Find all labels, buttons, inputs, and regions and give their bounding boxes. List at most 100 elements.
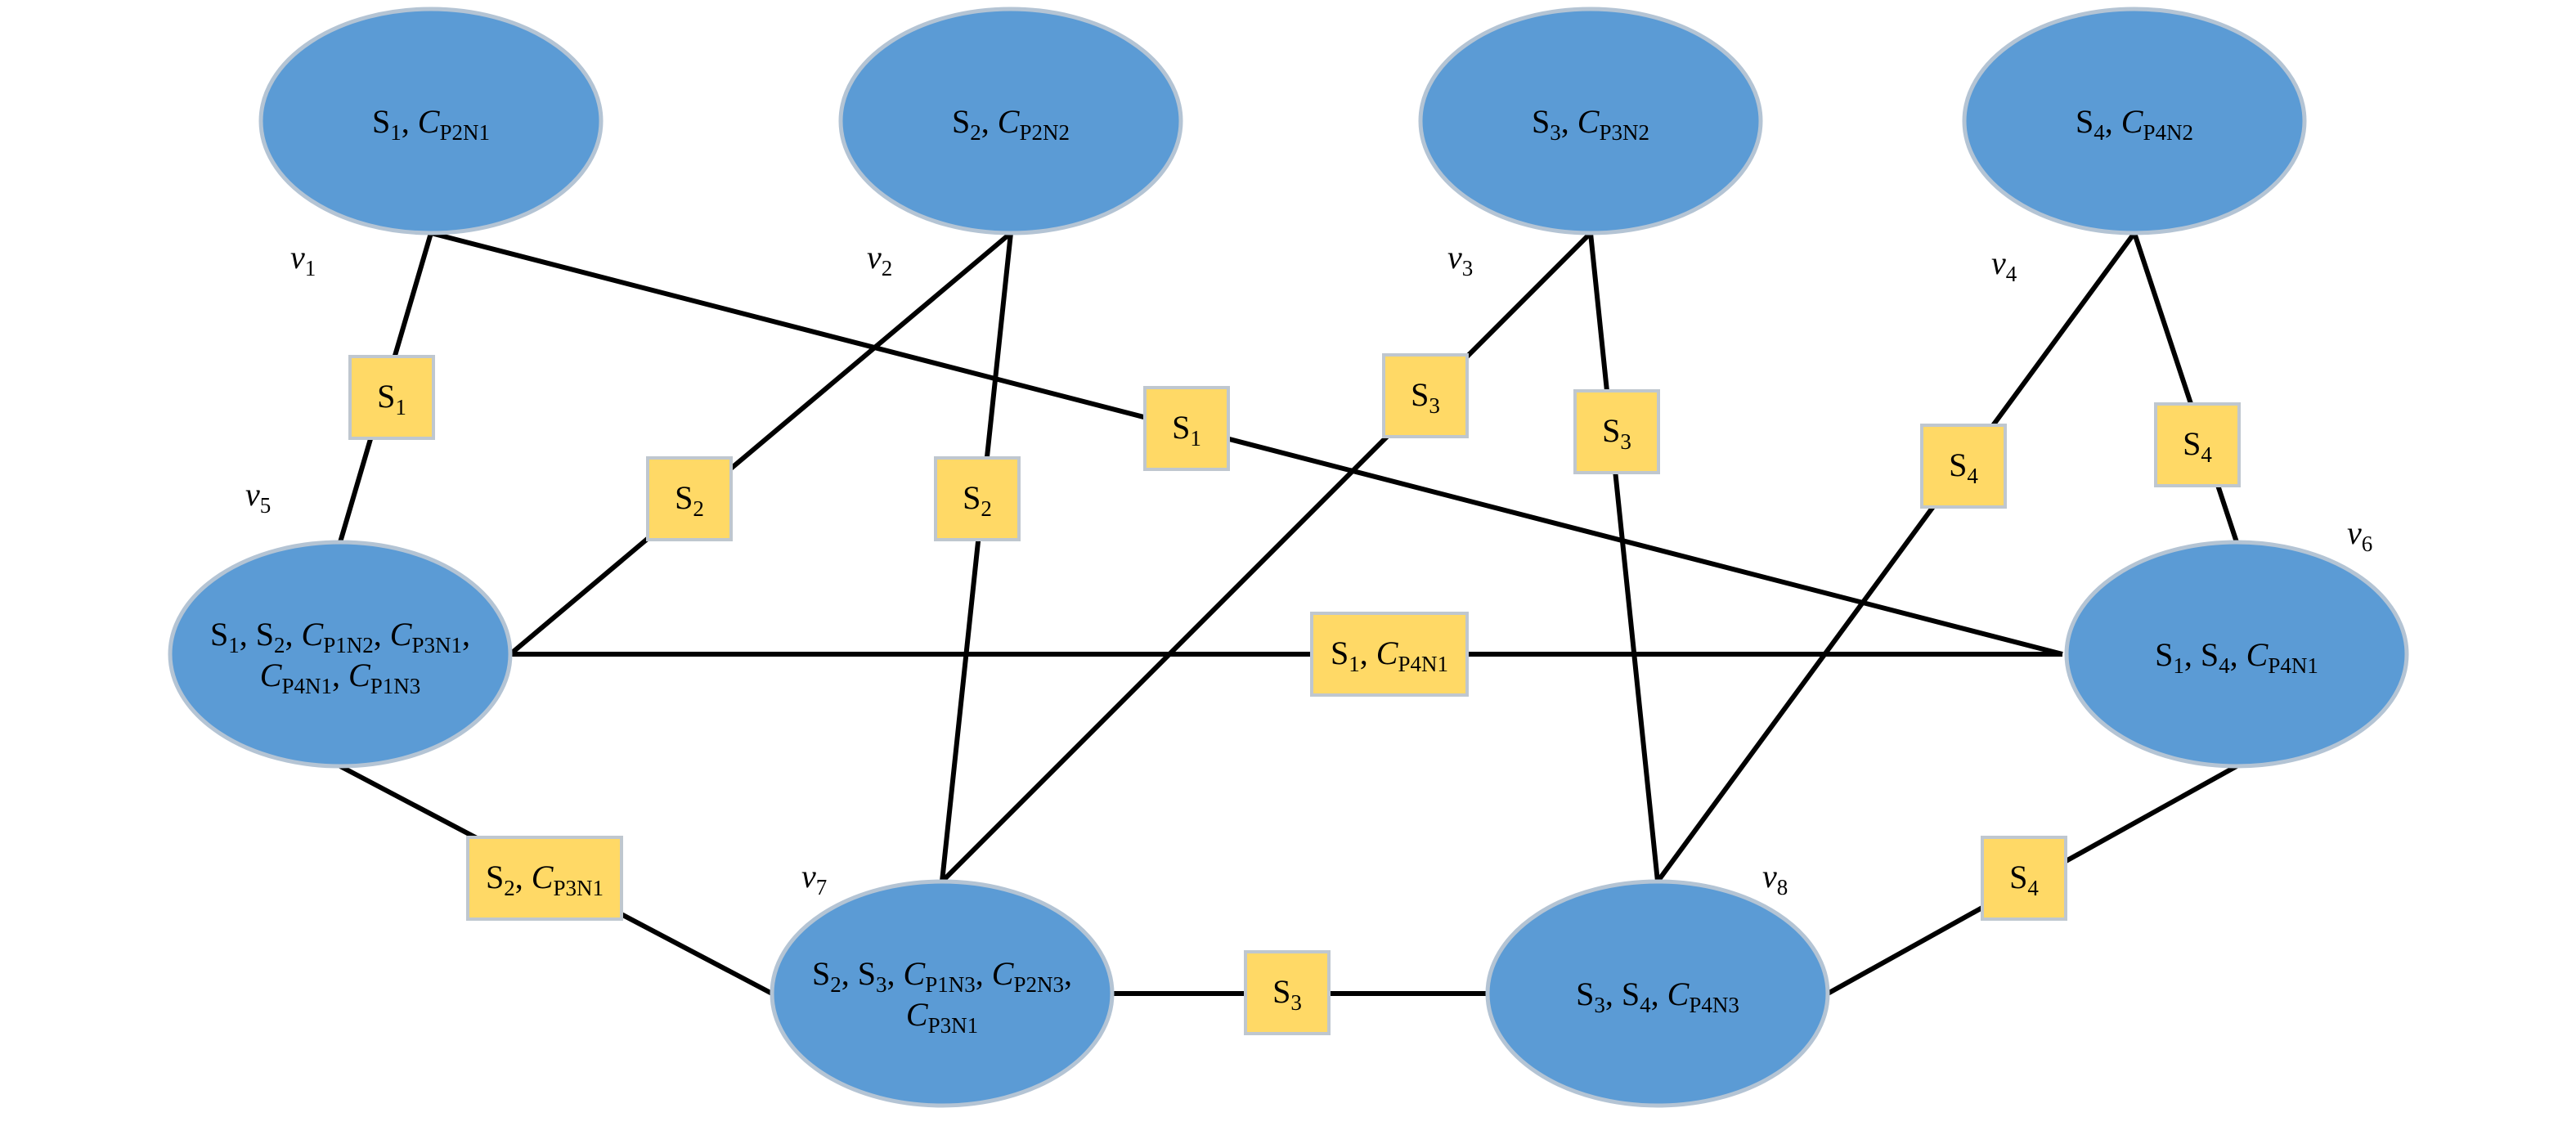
edge-label-n4-n8: S4​: [1920, 424, 2007, 509]
italic-run: C: [1376, 635, 1399, 671]
edge-n1-n6: [430, 231, 2063, 657]
subscript-run: P4N2: [2143, 120, 2193, 145]
vertex-letter: v: [2347, 514, 2362, 551]
text-run: ,: [1561, 103, 1577, 140]
edge-label-text: S2​: [675, 479, 704, 521]
node-label-line: S2, CP2N2​: [952, 103, 1070, 145]
edge-label-box: [1244, 950, 1331, 1035]
vertex-name: v5: [245, 476, 271, 518]
text-run: S: [377, 378, 395, 415]
vertex-letter: v: [801, 858, 816, 895]
edge-label-n5-n7: S2, CP3N1​: [466, 836, 623, 921]
subscript-run: 2: [981, 496, 992, 521]
edges-layer: [338, 231, 2239, 996]
edge-label-box: [1143, 386, 1230, 471]
node-ellipse: [1485, 879, 1830, 1108]
node-label-line: S3, S4, CP4N3​: [1576, 976, 1739, 1017]
vertex-index: 8: [1777, 875, 1788, 899]
vertex-index: 3: [1462, 256, 1474, 280]
subscript-run: 3: [1429, 393, 1440, 418]
node-label-line: S3, CP3N2​: [1532, 103, 1649, 145]
subscript-run: 4: [1640, 993, 1651, 1017]
subscript-run: P4N1: [2268, 653, 2318, 678]
subscript-run: 2: [274, 633, 285, 657]
subscript-run: 1: [395, 395, 406, 419]
subscript-run: P1N2: [323, 633, 374, 657]
italic-run: C: [348, 657, 371, 693]
text-run: , S: [1605, 976, 1640, 1012]
node-label-line: S4, CP4N2​: [2076, 103, 2193, 145]
text-run: ,: [976, 955, 992, 992]
vertex-name: v3: [1447, 239, 1473, 280]
subscript-run: P1N3: [925, 972, 976, 997]
subscript-run: 2: [830, 972, 841, 997]
vertex-index: 2: [882, 256, 893, 280]
edge-label-text: S1, CP4N1​: [1331, 635, 1448, 676]
node-label-line: S1, S4, CP4N1​: [2155, 636, 2318, 678]
text-run: S: [486, 859, 504, 895]
text-run: ,: [402, 103, 418, 140]
edge-n4-n8: [1655, 231, 2137, 883]
vertex-letter: v: [290, 239, 305, 276]
text-run: S: [2155, 636, 2173, 673]
vertex-name: v4: [1991, 244, 2017, 286]
subscript-run: P1N3: [370, 674, 421, 698]
edge-n3-n8: [1588, 232, 1660, 882]
node-label-line: S1, CP2N1​: [372, 103, 490, 145]
text-run: ,: [285, 616, 302, 653]
subscript-run: 2: [693, 496, 704, 521]
vertex-letter: v: [867, 239, 882, 276]
text-run: , S: [240, 616, 274, 653]
edge-label-text: S1​: [1172, 409, 1201, 451]
vertex-letter: v: [1447, 239, 1462, 276]
node-n8: S3, S4, CP4N3​v8: [1485, 858, 1830, 1108]
italic-run: C: [1577, 103, 1600, 140]
subscript-run: 4: [2201, 442, 2212, 467]
edge-label-text: S3​: [1602, 412, 1631, 454]
italic-run: C: [2246, 636, 2269, 673]
text-run: ,: [332, 657, 348, 693]
subscript-run: 1: [1349, 652, 1360, 676]
text-run: ,: [887, 955, 904, 992]
text-run: S: [1576, 976, 1594, 1012]
text-run: S: [1331, 635, 1349, 671]
edge-label-text: S3​: [1272, 973, 1302, 1015]
node-label-line: S2, S3, CP1N3, CP2N3,: [812, 955, 1072, 997]
edge-label-text: S2, CP3N1​: [486, 859, 604, 900]
node-n6: S1, S4, CP4N1​v6: [2064, 514, 2409, 769]
edge-label-box: [934, 456, 1021, 541]
edge-label-box: [348, 355, 435, 440]
edge-label-box: [466, 836, 623, 921]
vertex-letter: v: [245, 476, 260, 513]
edge-label-text: S4​: [2009, 859, 2039, 900]
vertex-index: 1: [305, 256, 316, 280]
subscript-run: 4: [2094, 120, 2105, 145]
subscript-run: 4: [2219, 653, 2230, 678]
subscript-run: 4: [1967, 464, 1978, 488]
text-run: S: [1532, 103, 1550, 140]
italic-run: C: [260, 657, 283, 693]
vertex-index: 7: [816, 875, 828, 899]
vertex-name: v7: [801, 858, 827, 899]
node-n3: S3, CP3N2​ v3: [1418, 7, 1763, 280]
edge-label-box: [646, 456, 733, 541]
edge-label-box: [1382, 353, 1469, 438]
edge-label-text: S4​: [2183, 425, 2212, 467]
vertex-index: 5: [260, 493, 272, 518]
text-run: S: [675, 479, 693, 516]
edge-label-n1-n5: S1​: [348, 355, 435, 440]
subscript-run: 3: [1290, 990, 1302, 1015]
edge-label-box: [1920, 424, 2007, 509]
italic-run: C: [992, 955, 1015, 992]
edge-label-text: S2​: [963, 479, 992, 521]
node-label-line: CP3N1​: [906, 996, 978, 1038]
subscript-run: P2N1: [439, 120, 490, 145]
text-run: S: [1602, 412, 1620, 449]
node-ellipse: [1418, 7, 1763, 236]
italic-run: C: [1667, 976, 1690, 1012]
subscript-run: 1: [1190, 426, 1201, 451]
text-run: S: [963, 479, 981, 516]
edge-label-n5-n6: S1, CP4N1​: [1310, 612, 1469, 697]
node-ellipse: [1962, 7, 2307, 236]
